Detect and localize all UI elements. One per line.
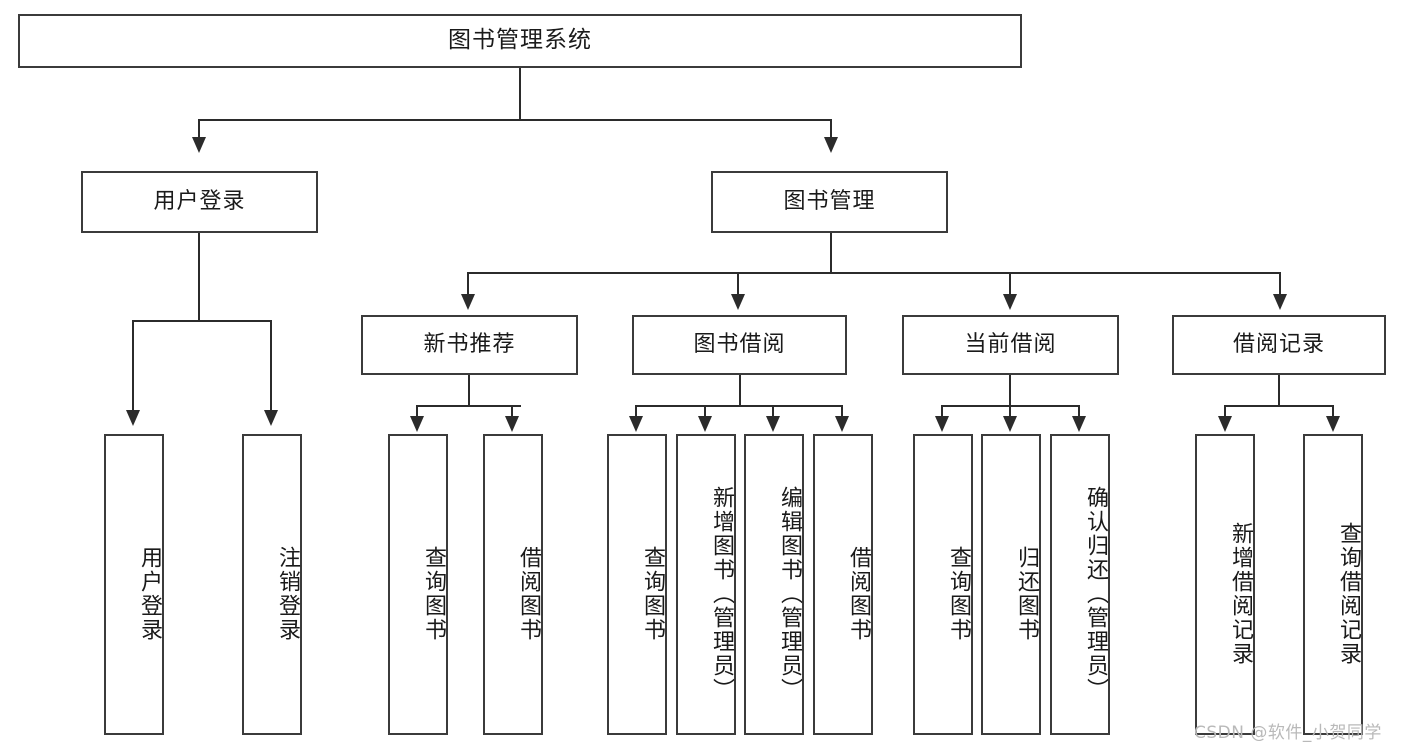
node-label: 查询图书: [421, 545, 446, 642]
connector-level2-drop-1: [198, 119, 200, 139]
arrow-leaf-book-borrow-2: [698, 416, 712, 432]
connector-book-borrow-stem: [739, 375, 741, 406]
leaf-new-book-query[interactable]: 查询图书: [388, 434, 448, 735]
arrow-leaf-borrow-record-2: [1326, 416, 1340, 432]
leaf-book-add-admin[interactable]: 新增图书（管理员）: [676, 434, 736, 735]
leaf-book-edit-admin[interactable]: 编辑图书（管理员）: [744, 434, 804, 735]
node-label: 新增图书（管理员）: [709, 485, 734, 702]
node-label: 查询借阅记录: [1336, 521, 1361, 666]
connector-user-login-drop-2: [270, 320, 272, 412]
arrow-level3-1: [461, 294, 475, 310]
leaf-user-login[interactable]: 用户登录: [104, 434, 164, 735]
connector-book-borrow-drop-4: [841, 405, 843, 419]
connector-new-book-stem: [468, 375, 470, 406]
connector-level3-drop-3: [1009, 272, 1011, 296]
node-label: 用户登录: [153, 188, 246, 214]
leaf-user-logout[interactable]: 注销登录: [242, 434, 302, 735]
connector-book-management-stem: [830, 233, 832, 273]
leaf-current-borrow-return[interactable]: 归还图书: [981, 434, 1041, 735]
connector-borrow-record-stem: [1278, 375, 1280, 406]
connector-level2-drop-2: [830, 119, 832, 139]
arrow-level2-2: [824, 137, 838, 153]
node-label: 图书借阅: [693, 331, 786, 357]
connector-root-stem: [519, 68, 521, 120]
node-current-borrow[interactable]: 当前借阅: [902, 315, 1119, 375]
arrow-leaf-user-login-2: [264, 410, 278, 426]
connector-book-borrow-drop-1: [635, 405, 637, 419]
connector-new-book-drop-2: [511, 405, 513, 419]
node-label: 新增借阅记录: [1228, 521, 1253, 666]
leaf-new-book-borrow[interactable]: 借阅图书: [483, 434, 543, 735]
connector-current-borrow-drop-1: [941, 405, 943, 419]
node-label: 新书推荐: [423, 331, 516, 357]
node-user-login[interactable]: 用户登录: [81, 171, 318, 233]
arrow-level3-4: [1273, 294, 1287, 310]
connector-level3-bus: [467, 272, 1281, 274]
arrow-leaf-current-borrow-1: [935, 416, 949, 432]
connector-borrow-record-bus: [1224, 405, 1334, 407]
leaf-book-borrow-action[interactable]: 借阅图书: [813, 434, 873, 735]
connector-book-borrow-drop-2: [704, 405, 706, 419]
node-label: 编辑图书（管理员）: [777, 485, 802, 702]
node-book-management[interactable]: 图书管理: [711, 171, 948, 233]
node-label: 借阅图书: [846, 545, 871, 642]
connector-level3-drop-4: [1279, 272, 1281, 296]
connector-current-borrow-stem: [1009, 375, 1011, 406]
node-label: 归还图书: [1014, 545, 1039, 642]
arrow-level3-2: [731, 294, 745, 310]
arrow-leaf-borrow-record-1: [1218, 416, 1232, 432]
connector-current-borrow-drop-3: [1078, 405, 1080, 419]
connector-level2-bus: [198, 119, 832, 121]
connector-user-login-drop-1: [132, 320, 134, 412]
csdn-watermark: CSDN @软件_小贺同学: [1194, 723, 1382, 743]
arrow-leaf-book-borrow-3: [766, 416, 780, 432]
leaf-add-borrow-record[interactable]: 新增借阅记录: [1195, 434, 1255, 735]
arrow-leaf-new-book-1: [410, 416, 424, 432]
node-label: 查询图书: [640, 545, 665, 642]
arrow-level2-1: [192, 137, 206, 153]
node-label: 当前借阅: [964, 331, 1057, 357]
connector-book-borrow-drop-3: [772, 405, 774, 419]
node-label: 借阅记录: [1232, 331, 1325, 357]
leaf-book-borrow-query[interactable]: 查询图书: [607, 434, 667, 735]
arrow-leaf-user-login-1: [126, 410, 140, 426]
node-root-system[interactable]: 图书管理系统: [18, 14, 1022, 68]
node-label: 注销登录: [275, 545, 300, 642]
connector-user-login-stem: [198, 233, 200, 321]
connector-level3-drop-1: [467, 272, 469, 296]
node-label: 图书管理系统: [448, 27, 592, 54]
leaf-current-borrow-query[interactable]: 查询图书: [913, 434, 973, 735]
connector-user-login-bus: [132, 320, 271, 322]
node-label: 借阅图书: [516, 545, 541, 642]
leaf-query-borrow-record[interactable]: 查询借阅记录: [1303, 434, 1363, 735]
node-label: 查询图书: [946, 545, 971, 642]
connector-new-book-drop-1: [416, 405, 418, 419]
leaf-confirm-return-admin[interactable]: 确认归还（管理员）: [1050, 434, 1110, 735]
connector-borrow-record-drop-2: [1332, 405, 1334, 419]
node-book-borrow[interactable]: 图书借阅: [632, 315, 847, 375]
connector-level3-drop-2: [737, 272, 739, 296]
arrow-leaf-current-borrow-3: [1072, 416, 1086, 432]
connector-new-book-bus: [416, 405, 521, 407]
connector-current-borrow-drop-2: [1009, 405, 1011, 419]
arrow-leaf-current-borrow-2: [1003, 416, 1017, 432]
node-label: 确认归还（管理员）: [1083, 485, 1108, 702]
arrow-leaf-book-borrow-1: [629, 416, 643, 432]
arrow-level3-3: [1003, 294, 1017, 310]
arrow-leaf-book-borrow-4: [835, 416, 849, 432]
node-borrow-record[interactable]: 借阅记录: [1172, 315, 1386, 375]
node-label: 图书管理: [783, 188, 876, 214]
node-label: 用户登录: [137, 545, 162, 642]
connector-borrow-record-drop-1: [1224, 405, 1226, 419]
arrow-leaf-new-book-2: [505, 416, 519, 432]
connector-book-borrow-bus: [635, 405, 843, 407]
node-new-book-recommend[interactable]: 新书推荐: [361, 315, 578, 375]
